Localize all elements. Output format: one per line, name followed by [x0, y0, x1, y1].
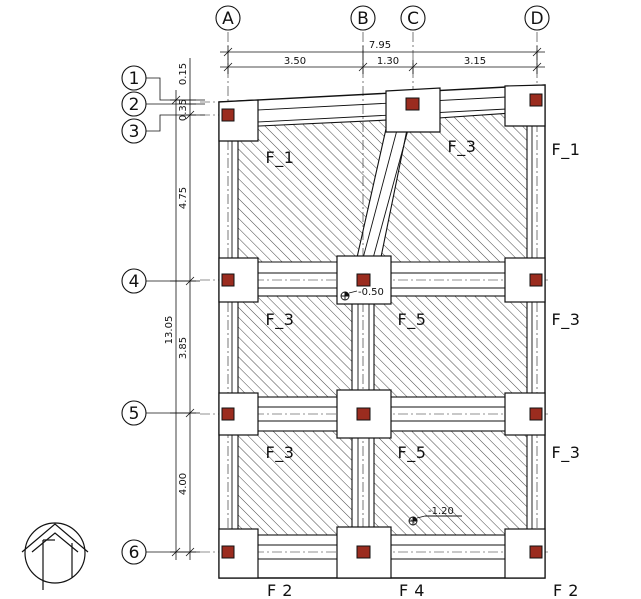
level-marker-icon [408, 515, 462, 526]
dim-span-3-85: 3.85 [178, 337, 189, 359]
slab-panels [237, 111, 528, 536]
grid-label-3: 3 [129, 122, 140, 142]
column [405, 97, 420, 111]
footing-label: F_3 [448, 137, 477, 157]
column [529, 407, 543, 421]
footing-label: F_3 [552, 443, 581, 463]
column [529, 273, 543, 287]
level-label: -1.20 [428, 506, 454, 517]
footing-label: F_3 [552, 310, 581, 330]
level-marker-icon [340, 290, 358, 301]
column [356, 545, 371, 559]
grid-label-5: 5 [129, 404, 140, 424]
slab-panel [237, 119, 389, 263]
column [221, 273, 235, 287]
footings [218, 84, 546, 579]
column [356, 273, 371, 287]
dim-span-cd: 3.15 [464, 56, 486, 67]
dim-total-width: 7.95 [369, 40, 391, 51]
column [529, 545, 543, 559]
grid-bubble-c [400, 5, 426, 31]
grid-label-1: 1 [129, 69, 140, 89]
row-leader-lines [146, 77, 205, 553]
grid-label-b: B [357, 9, 369, 29]
slab-panel [373, 295, 528, 398]
grid-label-a: A [222, 9, 234, 29]
dim-span-4-75: 4.75 [178, 187, 189, 209]
north-arrow-icon [21, 522, 89, 590]
footing-label: F_1 [266, 148, 295, 168]
grid-bubble-d [524, 5, 550, 31]
footing-label: F_1 [552, 140, 581, 160]
slab-panel [237, 295, 353, 398]
grid-label-c: C [407, 9, 419, 29]
dim-span-0-15: 0.15 [178, 63, 189, 85]
dim-span-ab: 3.50 [284, 56, 306, 67]
dim-total-height: 13.05 [164, 316, 175, 345]
dim-span-0-35: 0.35 [178, 99, 189, 121]
horizontal-dimension-lines [220, 46, 545, 74]
dim-span-bc: 1.30 [377, 56, 399, 67]
grid-bubble-b [350, 5, 376, 31]
footing-label: F_3 [266, 443, 295, 463]
slab-panel [379, 111, 528, 263]
grid-label-2: 2 [129, 95, 140, 115]
column [221, 108, 235, 122]
footing-label: F_5 [398, 443, 427, 463]
grid-label-6: 6 [129, 543, 140, 563]
footing-label: F_3 [266, 310, 295, 330]
footing-label: F_5 [398, 310, 427, 330]
level-label: -0.50 [358, 287, 384, 298]
column [221, 407, 235, 421]
grid-label-4: 4 [129, 272, 140, 292]
slab-panel [237, 430, 353, 536]
vertical-dimension-lines [170, 58, 196, 560]
column [529, 93, 543, 107]
footing-label: F 4 [399, 581, 425, 599]
slab-panel [373, 430, 528, 536]
footing-label: F 2 [553, 581, 579, 599]
columns [221, 93, 543, 559]
grid-label-d: D [530, 9, 543, 29]
dim-span-4-00: 4.00 [178, 473, 189, 495]
column [221, 545, 235, 559]
footing-label: F 2 [267, 581, 293, 599]
column [356, 407, 371, 421]
grid-bubble-a [215, 5, 241, 31]
